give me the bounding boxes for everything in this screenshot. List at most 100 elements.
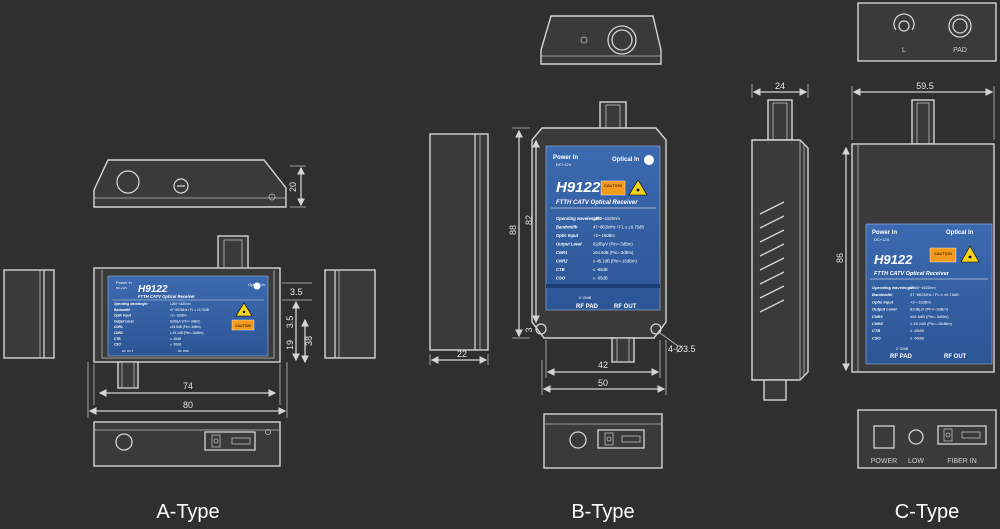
b-optical-in-text: Optical In [612,157,640,163]
b-optical-port [644,155,654,165]
b-product-text: FTTH CATV Optical Receiver [556,200,638,206]
spec-value: ≥ 45.1dB (Pin=-16dBm) [910,321,953,326]
a-width-outer-dim: 80 [183,400,193,410]
c-power-in-text: Power In [872,230,897,236]
spec-value: 82dBμV (Pin=-3dBm) [170,319,200,323]
a-rf-pad-text: RF PAD [178,349,190,353]
spec-value: ≤ -65dB [170,343,181,347]
spec-key: Bandwidth [114,308,130,312]
a-caution-text: CAUTION [235,324,251,328]
b-type-group: 22 Power In DC+12V Optical In H9122 FTTH… [429,15,696,523]
a-height-dim: 20 [288,182,298,192]
b-hole-dim: 4-Ø3.5 [668,344,696,354]
spec-key: CNR2 [556,259,568,264]
spec-value: +2~-16dBm [593,233,615,238]
b-caution-text: CAUTION [604,183,622,188]
a-width-inner-dim: 74 [183,381,193,391]
c-bottom-view: POWER LOW FIBER IN [857,409,997,469]
c-top-left-port-label: L [902,47,906,54]
spec-value: ≤ -65dB [170,337,181,341]
c-rf-pad-text: RF PAD [890,354,913,360]
a-top-view: 20 [93,159,306,208]
spec-key: Optic Input [872,299,894,304]
spec-key: CTB [114,337,121,341]
spec-value: 82dBμV (Pin=-3dBm) [593,242,633,247]
c-laser-warning-icon [960,245,980,263]
spec-value: 1260~1620nm [170,302,191,306]
spec-value: ≤ -65dB [593,276,608,281]
a-side-dim-4: 3.5 [285,316,295,329]
spec-key: Operating wavelength: [872,285,916,290]
spec-key: Output Level [556,242,582,247]
spec-key: CNR1 [872,314,884,319]
spec-value: ≥ 45.1dB (Pin=-16dBm) [170,331,203,335]
spec-value: 1260~1620nm [593,216,620,221]
spec-key: Output Level [114,319,134,323]
c-optical-in-text: Optical In [946,230,974,236]
b-type-title: B-Type [571,501,634,523]
spec-key: CSO [872,335,882,340]
b-front-view: Power In DC+12V Optical In H9122 FTTH CA… [508,101,696,395]
a-side-dim-1: 3.5 [290,287,303,297]
spec-value: 47~862MHz / FL ≤ ±0.75dB [170,308,209,312]
a-product-text: FTTH CATV Optical Receiver [138,294,195,299]
a-laser-warning-icon [235,302,253,317]
spec-key: CTB [556,267,565,272]
b-dc-text: DC+12V [556,162,572,167]
spec-key: CNR1 [556,250,568,255]
a-side-dim-2: 19 [285,340,295,350]
b-rf-pad-text: RF PAD [576,304,599,310]
c-rf-out-text: RF OUT [944,354,967,360]
spec-key: Output Level [872,307,897,312]
c-rf-pad-small-text: 0~20dB [896,347,909,351]
c-type-group: L PAD 24 [751,2,997,523]
c-front-view: Power In DC+12V Optical In H9122 FTTH CA… [835,81,995,373]
a-bottom-view [93,421,281,467]
a-optical-port [253,282,261,290]
spec-key: CSO [114,343,121,347]
spec-key: Operating wavelength: [556,216,602,221]
c-low-port-label: LOW [908,458,924,465]
spec-value: ≥54.6dB (Pin=-3dBm) [910,314,949,319]
c-type-title: C-Type [895,501,959,523]
c-specs-table: Operating wavelength:1260~1620nmBandwidt… [872,285,959,340]
c-top-view: L PAD [857,2,997,62]
a-caution-sticker: CAUTION [231,302,255,331]
a-type-group: 20 Power In DC+12V Optical In H9122 [3,159,376,523]
c-depth-dim: 24 [775,81,785,91]
spec-value: ≥54.6dB (Pin=-3dBm) [170,325,201,329]
b-laser-warning-icon [628,179,648,196]
c-height-dim: 86 [835,253,845,263]
c-model-text: H9122 [874,252,913,267]
b-specs-table: Operating wavelength:1260~1620nmBandwidt… [556,216,644,281]
spec-key: Optic Input [114,314,132,318]
spec-value: ≥54.6dB (Pin=-3dBm) [593,250,634,255]
c-side-view: 24 [751,81,809,401]
b-side-view: 22 [429,133,489,365]
b-bottom-view [543,413,663,469]
c-fiber-in-port-label: FIBER IN [947,458,977,465]
a-left-side-view [3,269,55,359]
b-width-inner-dim: 42 [598,360,608,370]
b-model-text: H9122 [556,179,601,196]
spec-key: CNR2 [872,321,884,326]
b-height-outer-dim: 88 [508,225,518,235]
a-power-in-text: Power In [116,280,132,285]
c-power-port-label: POWER [871,458,897,465]
spec-value: +2~-16dBm [910,299,932,304]
c-dc-text: DC+12V [874,237,890,242]
a-rf-out-text: RF OUT [122,349,133,353]
spec-key: CTB [872,328,880,333]
b-rf-out-text: RF OUT [614,304,637,310]
c-vent-slots [759,201,785,313]
spec-key: Operating wavelength: [114,302,148,306]
spec-value: 47~862MHz / FL ≤ ±0.75dB [593,225,644,230]
a-type-title: A-Type [156,501,219,523]
spec-key: Optic Input [556,233,579,238]
spec-key: CSO [556,276,566,281]
a-model-text: H9122 [138,284,168,295]
b-side-small-dim: 3 [524,327,534,332]
a-dc-text: DC+12V [116,286,127,290]
spec-value: +2~-16dBm [170,314,187,318]
